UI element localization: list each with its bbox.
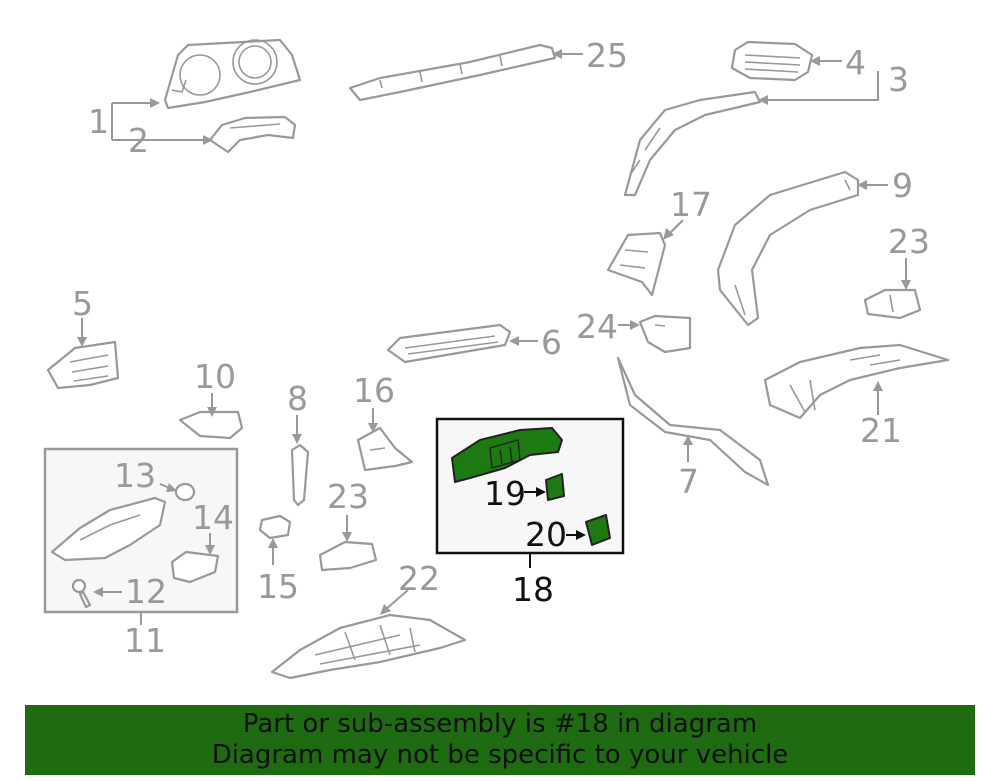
part-13-clip[interactable] <box>174 482 196 502</box>
callout-16: 16 <box>353 371 395 410</box>
callout-24: 24 <box>576 307 618 346</box>
leader-lines <box>77 49 911 625</box>
part-22-floor-panel[interactable] <box>270 613 467 680</box>
part-12-screw[interactable] <box>71 578 92 609</box>
info-banner: Part or sub-assembly is #18 in diagram D… <box>25 705 975 775</box>
callout-14: 14 <box>192 498 234 537</box>
sub-assembly-box-11 <box>43 447 239 614</box>
part-9-air-duct[interactable] <box>716 170 860 327</box>
part-25-upper-panel[interactable] <box>348 43 557 102</box>
part-23-clip-lower[interactable] <box>318 540 378 572</box>
part-19-clip[interactable] <box>545 473 565 501</box>
banner-line-1: Part or sub-assembly is #18 in diagram <box>242 709 758 739</box>
part-4-vent[interactable] <box>730 40 814 82</box>
part-17-bracket[interactable] <box>606 231 667 297</box>
part-2-cluster-cover[interactable] <box>208 115 297 154</box>
callout-8: 8 <box>287 379 308 418</box>
callout-9: 9 <box>892 166 913 205</box>
part-14-insert[interactable] <box>170 550 220 584</box>
callout-17: 17 <box>670 185 712 224</box>
part-23-clip-right[interactable] <box>863 288 922 320</box>
part-8-strip[interactable] <box>290 443 310 507</box>
part-5-side-vent[interactable] <box>46 340 120 390</box>
part-24-bracket[interactable] <box>638 314 692 354</box>
part-21-lower-trim[interactable] <box>763 343 950 420</box>
callout-18: 18 <box>512 570 554 609</box>
callout-3: 3 <box>888 60 909 99</box>
callout-22: 22 <box>398 559 440 598</box>
part-3-duct[interactable] <box>623 90 762 197</box>
callout-23-lower: 23 <box>327 477 369 516</box>
part-20-clip[interactable] <box>585 514 611 546</box>
callout-2: 2 <box>128 121 149 160</box>
callout-12: 12 <box>125 572 167 611</box>
callout-6: 6 <box>541 323 562 362</box>
callout-15: 15 <box>257 567 299 606</box>
part-11-knee-bracket[interactable] <box>50 496 167 562</box>
part-18-main-bracket[interactable] <box>451 427 563 483</box>
part-6-vent-panel[interactable] <box>386 323 512 364</box>
callout-19: 19 <box>484 474 526 513</box>
callout-13: 13 <box>114 456 156 495</box>
callout-1: 1 <box>88 102 109 141</box>
callout-7: 7 <box>678 462 699 501</box>
callout-20: 20 <box>525 515 567 554</box>
part-10-clip[interactable] <box>178 410 244 440</box>
part-1-cluster-bezel[interactable] <box>163 38 302 110</box>
sub-assembly-box-18 <box>435 417 625 555</box>
part-7-side-trim[interactable] <box>616 356 770 487</box>
callout-11: 11 <box>124 621 166 660</box>
banner-line-2: Diagram may not be specific to your vehi… <box>211 740 789 770</box>
part-16-bracket[interactable] <box>356 426 414 472</box>
callout-25: 25 <box>586 36 628 75</box>
callout-10: 10 <box>194 357 236 396</box>
callout-21: 21 <box>860 411 902 450</box>
callout-5: 5 <box>72 284 93 323</box>
callout-4: 4 <box>845 43 866 82</box>
part-15-clip[interactable] <box>258 514 292 540</box>
callout-23-right: 23 <box>888 222 930 261</box>
callout-labels: 1 2 25 4 3 9 17 23 24 21 5 6 7 10 8 16 1… <box>72 36 930 660</box>
